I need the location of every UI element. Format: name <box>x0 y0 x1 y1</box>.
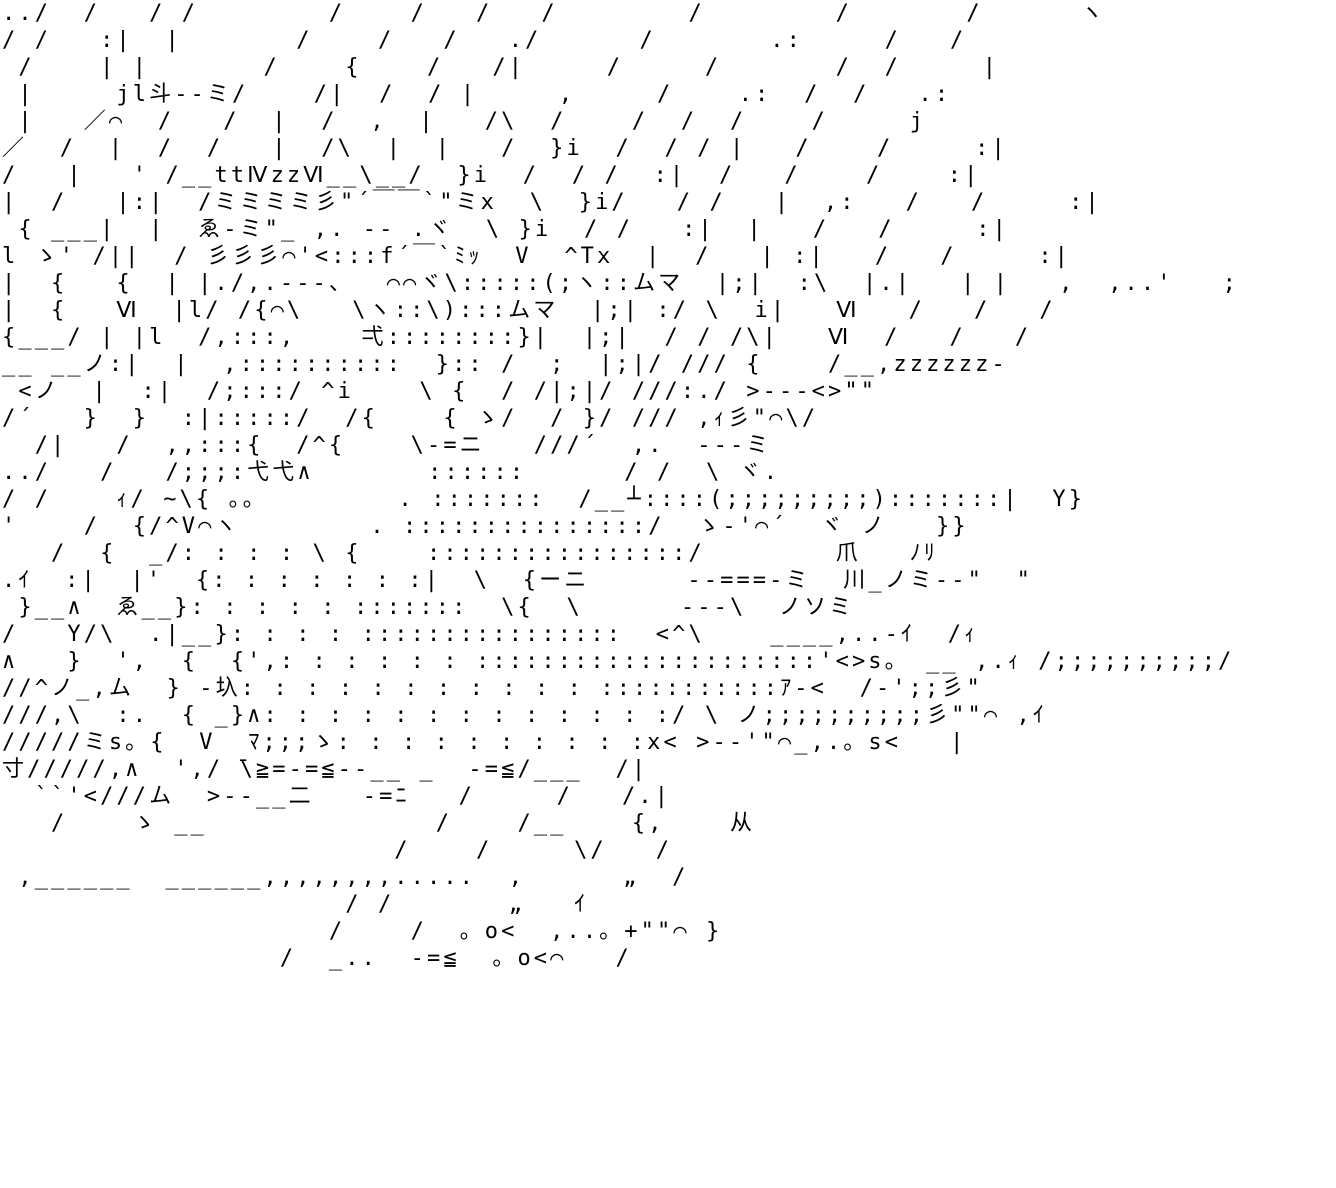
art-line: | / |:| /ミミミミ彡"´￣￣`"ミx \ }i/ / / | ,: / … <box>2 190 1102 215</box>
art-line: ∧ } ', { {',: : : : : : ::::::::::::::::… <box>2 649 1235 674</box>
ascii-art: ../ / / / / / / / / / / ヽ / / :| | / / /… <box>2 0 1239 972</box>
art-line: / Y/\ .|__}: : : : :::::::::::::::: <^\ … <box>2 622 979 647</box>
art-line: / { _/: : : : \ { ::::::::::::::::/ 爪 ﾉﾘ <box>2 541 938 566</box>
art-line: //^ノ_,ム } -圦: : : : : : : : : : : ::::::… <box>2 676 983 701</box>
art-line: ／ / | / / | /\ | | / }i / / / | / / :| <box>2 136 1008 161</box>
art-line: /| / ,,:::{ /^{ \-=ニ ///´ ,. ---ミ <box>2 433 772 458</box>
art-line: {___/ | |l /,:::, 弌::::::::}| |;| / / /\… <box>2 325 1032 350</box>
art-line: .ｲ :| |' {: : : : : : :| \ {ーニ --===-ミ 川… <box>2 568 1033 593</box>
art-line: __ __ノ:| | ,:::::::::: }:: / ; |;|/ /// … <box>2 352 1008 377</box>
art-line: / / „ ｲ <box>2 892 589 917</box>
art-line: }__∧ ゑ__}: : : : : ::::::: \{ \ ---\ ノソミ <box>2 595 855 620</box>
art-line: /´ } } :|:::::/ /{ { ゝ/ / }/ /// ,ｨ彡"⌒\/ <box>2 406 819 431</box>
art-line: /////ミs。{ V ﾏ;;;ゝ: : : : : : : : : :x< >… <box>2 730 967 755</box>
art-line: / / :| | / / / ./ / .: / / <box>2 28 967 53</box>
art-line: / / \/ / <box>2 838 673 863</box>
art-line: l ゝ' /|| / 彡彡彡⌒'<:::f´￣`ﾐｯ V ^Tx | / | :… <box>2 244 1072 269</box>
art-line: | jl斗--ミ/ /| / / | , / .: / / .: <box>2 82 952 107</box>
art-line: ``'<///ム >--__二 -=ﾆ / / /.| <box>2 784 672 809</box>
art-line: ../ / / / / / / / / / / ヽ <box>2 1 1106 26</box>
art-line: / / ｨ/ ~\{ 。。 . ::::::: /__┴::::(;;;;;;;… <box>2 487 1086 512</box>
art-line: | ／⌒ / / | / , | /\ / / / / / j <box>2 109 927 134</box>
art-line: / _.. -=≦ 。o<⌒ / <box>2 946 632 971</box>
art-line: / | | / { / /| / / / / | <box>2 55 1000 80</box>
art-line: / / 。o< ,..。+""⌒ } <box>2 919 723 944</box>
art-line: ///,\ :. { _}∧: : : : : : : : : : : : :/… <box>2 703 1048 728</box>
art-line: 寸/////,∧ ',/ ̄\≧=-=≦--__ _ -=≦/___ /| <box>2 757 649 782</box>
art-line: / ゝ __ / /__ {, 从 <box>2 811 756 836</box>
art-line: ../ / /;;;:弋弋∧ :::::: / / \ ヾ. <box>2 460 781 485</box>
art-line: <ノ | :| /;:::/ ^i \ { / /|;|/ ///:./ >--… <box>2 379 878 404</box>
art-line: | { Ⅵ |l/ /{⌒\ \ヽ::\):::ムマ |;| :/ \ i| Ⅵ… <box>2 298 1056 323</box>
art-line: | { { | |./,.---、 ⌒⌒ヾ\:::::(;ヽ::ムマ |;| :… <box>2 271 1239 296</box>
art-line: ' / {/^V⌒ヽ . :::::::::::::::/ ゝ-'⌒´ ヾ ノ … <box>2 514 969 539</box>
art-line: { ___| | ゑ-ミ"_ ,. -- .ヾ \ }i / / :| | / … <box>2 217 1009 242</box>
art-line: / | ' /__ttⅣzzⅥ__\__/ }i / / / :| / / / … <box>2 163 981 188</box>
art-line: ,______ ______,,,,,,,,..... , „ / <box>2 865 689 890</box>
